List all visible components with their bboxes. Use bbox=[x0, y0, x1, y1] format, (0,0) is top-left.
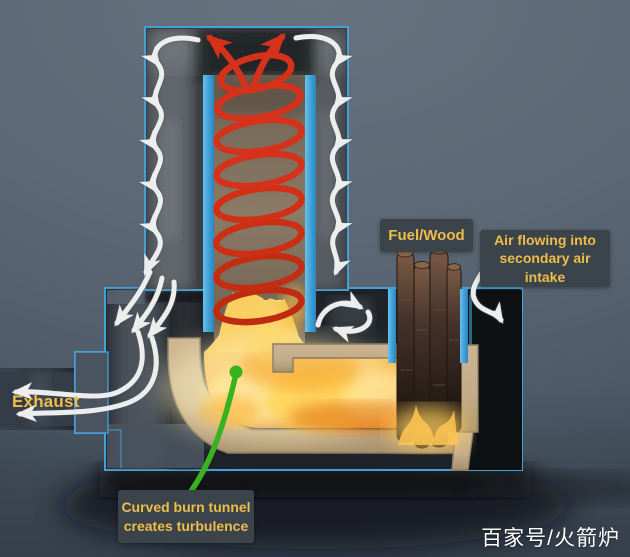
hot-gas-spiral-coil bbox=[205, 32, 305, 326]
exhaust-label: Exhaust bbox=[12, 392, 80, 412]
bell-transition-arrow-1 bbox=[114, 269, 153, 327]
hot-gas-exit-arrow-right bbox=[249, 32, 286, 92]
exhaust-flow-arrow-2 bbox=[15, 335, 159, 422]
secondary-air-label-line2: secondary air intake bbox=[499, 250, 591, 285]
exhaust-flow-arrow-1 bbox=[11, 329, 145, 400]
burn-tunnel-label-line1: Curved burn tunnel bbox=[121, 499, 251, 516]
airflow-arrows bbox=[11, 34, 504, 422]
fuel-wood-label-text: Fuel/Wood bbox=[388, 226, 465, 244]
fuel-hopper bbox=[388, 289, 468, 363]
burn-tunnel-label: Curved burn tunnel creates turbulence bbox=[118, 490, 254, 543]
heat-riser-walls bbox=[203, 75, 316, 332]
hot-gas-exit-arrow-left bbox=[205, 34, 251, 94]
bell-transition-arrow-2 bbox=[131, 275, 165, 334]
watermark-text: 百家号/火箭炉 bbox=[481, 527, 620, 550]
burn-tunnel-label-line2: creates turbulence bbox=[123, 517, 249, 534]
downdraft-arrows-right bbox=[293, 34, 353, 277]
exhaust-label-text: Exhaust bbox=[12, 392, 80, 411]
secondary-air-label: Air flowing into secondary air intake bbox=[480, 230, 610, 287]
fuel-wood-logs bbox=[388, 245, 468, 450]
turbulence-arrow-b bbox=[331, 309, 373, 343]
turbulence-arrow-a bbox=[315, 290, 364, 328]
fuel-wood-label: Fuel/Wood bbox=[380, 219, 473, 252]
secondary-air-arrow bbox=[470, 260, 504, 324]
secondary-air-label-line1: Air flowing into bbox=[494, 231, 596, 248]
bell-transition-arrow-3 bbox=[147, 279, 177, 339]
downdraft-arrows-left bbox=[139, 35, 201, 277]
